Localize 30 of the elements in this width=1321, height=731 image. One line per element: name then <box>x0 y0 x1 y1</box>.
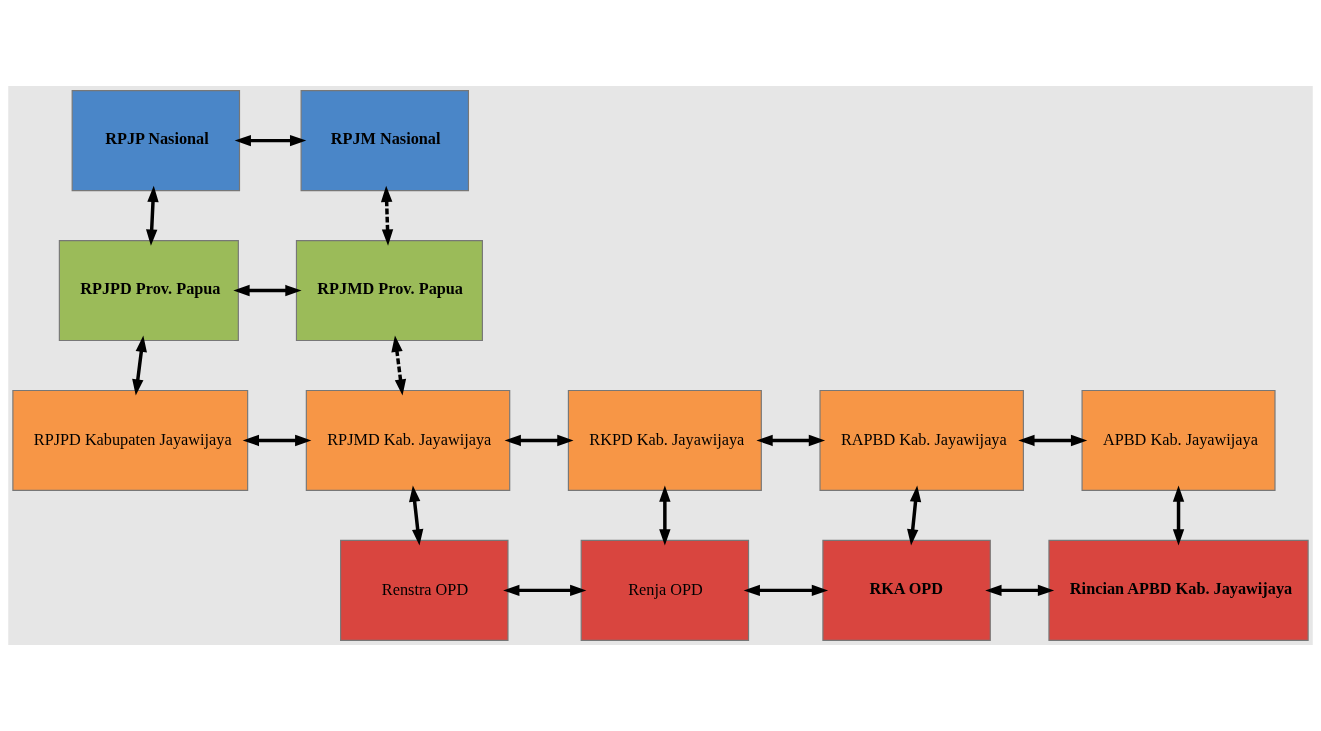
node-box: Renstra OPD <box>340 539 509 641</box>
arrow <box>985 584 1055 597</box>
arrow <box>132 335 147 396</box>
arrow <box>408 485 424 546</box>
arrow <box>146 185 159 246</box>
arrow <box>233 284 302 297</box>
node-box: RPJPD Prov. Papua <box>58 240 239 342</box>
arrow <box>503 584 587 597</box>
arrow <box>1018 434 1088 447</box>
arrow <box>391 335 407 396</box>
node-box: RAPBD Kab. Jayawijaya <box>819 389 1024 491</box>
node-box: RKA OPD <box>822 539 991 641</box>
node-box: RKPD Kab. Jayawijaya <box>567 389 762 491</box>
arrow <box>380 185 394 246</box>
node-box: RPJMD Prov. Papua <box>295 240 483 342</box>
node-box: Rincian APBD Kab. Jayawijaya <box>1048 539 1309 641</box>
node-box: APBD Kab. Jayawijaya <box>1081 389 1276 491</box>
node-box: RPJPD Kabupaten Jayawijaya <box>12 389 249 491</box>
arrow <box>743 584 829 597</box>
arrow <box>234 134 307 147</box>
arrow <box>242 434 312 447</box>
node-box: RPJM Nasional <box>300 90 470 192</box>
node-box: RPJP Nasional <box>71 90 241 192</box>
arrow <box>756 434 826 447</box>
arrow <box>907 485 922 546</box>
arrow <box>1172 485 1185 546</box>
node-box: RPJMD Kab. Jayawijaya <box>305 389 511 491</box>
arrow <box>504 434 574 447</box>
node-box: Renja OPD <box>580 539 750 641</box>
arrow <box>659 485 671 546</box>
